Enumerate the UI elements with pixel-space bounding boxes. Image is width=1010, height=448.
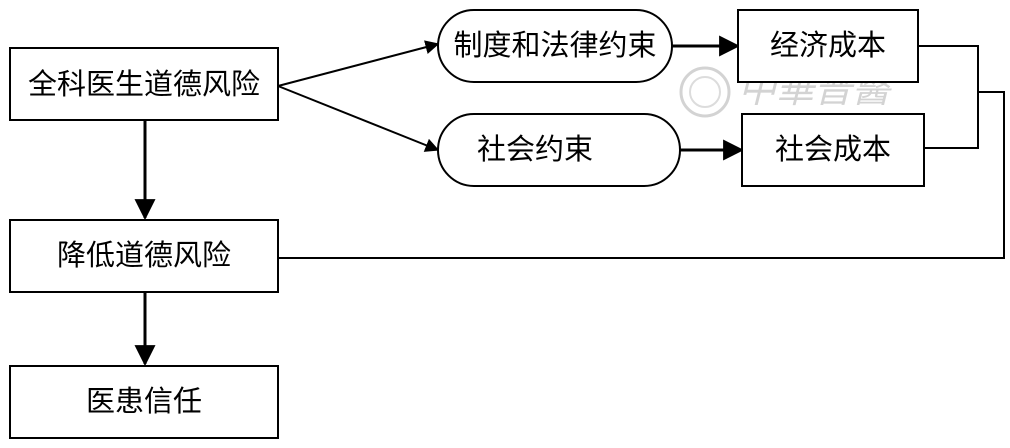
node-institutional-legal-constraint: 制度和法律约束 xyxy=(437,9,673,83)
node-social-constraint: 社会约束 xyxy=(437,113,681,187)
node-doctor-patient-trust-label: 医患信任 xyxy=(86,384,202,418)
node-social-cost: 社会成本 xyxy=(741,113,925,187)
edge-cost-bracket xyxy=(918,45,979,149)
node-social-cost-label: 社会成本 xyxy=(775,132,891,166)
node-moral-risk: 全科医生道德风险 xyxy=(9,47,279,121)
edge-moral-risk-to-institutional-constraint xyxy=(277,40,440,87)
diagram-edges xyxy=(134,35,1005,367)
edge-costs-to-reduce-moral-risk xyxy=(278,91,1005,259)
node-social-constraint-label: 社会约束 xyxy=(477,132,593,166)
edge-moral-risk-to-social-constraint xyxy=(277,85,440,152)
node-economic-cost: 经济成本 xyxy=(737,9,919,83)
node-moral-risk-label: 全科医生道德风险 xyxy=(28,67,260,101)
node-reduce-moral-risk: 降低道德风险 xyxy=(9,219,279,293)
node-economic-cost-label: 经济成本 xyxy=(770,28,886,62)
node-doctor-patient-trust: 医患信任 xyxy=(9,365,279,439)
node-institutional-legal-constraint-label: 制度和法律约束 xyxy=(453,28,656,62)
node-reduce-moral-risk-label: 降低道德风险 xyxy=(57,238,231,272)
